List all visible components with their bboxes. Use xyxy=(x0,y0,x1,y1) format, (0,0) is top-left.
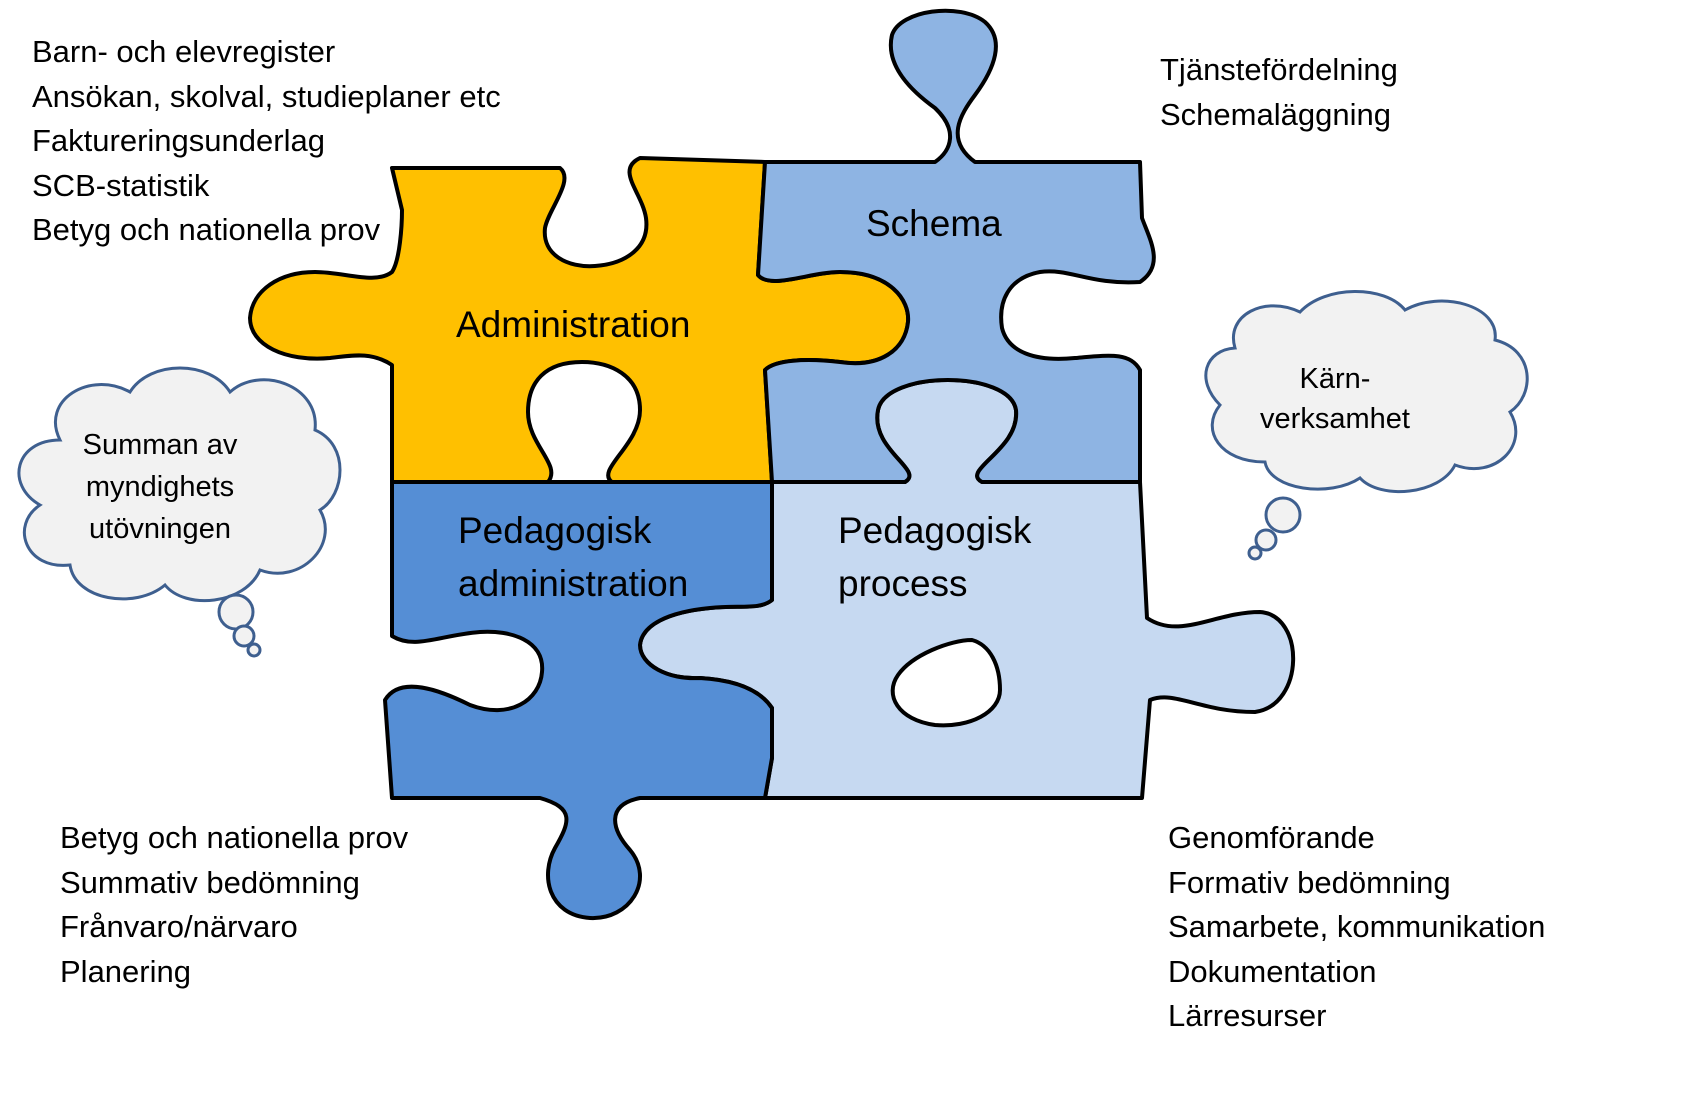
right-cloud-line1: Kärn- xyxy=(1300,363,1371,395)
list-item: Dokumentation xyxy=(1168,953,1377,989)
list-item: Samarbete, kommunikation xyxy=(1168,909,1546,944)
pedagogisk-administration-list: Betyg och nationella prov Summativ bedöm… xyxy=(60,816,408,994)
list-item: Schemaläggning xyxy=(1160,96,1391,132)
list-item: SCB-statistik xyxy=(32,167,210,203)
left-cloud-line2: myndighets xyxy=(86,471,234,503)
left-cloud-line1: Summan av xyxy=(83,429,238,461)
list-item: Frånvaro/närvaro xyxy=(60,909,298,944)
list-item: Tjänstefördelning xyxy=(1160,52,1398,87)
list-item: Genomförande xyxy=(1168,820,1375,855)
left-cloud-bubble-small xyxy=(246,642,262,658)
list-item: Summativ bedömning xyxy=(60,864,360,900)
left-cloud-line3: utövningen xyxy=(89,513,231,545)
pedagogisk-process-label-line2: process xyxy=(838,563,968,604)
right-cloud-line2: verksamhet xyxy=(1260,403,1410,435)
right-cloud-bubble-small xyxy=(1247,545,1263,561)
administration-piece xyxy=(248,156,911,484)
pedagogisk-process-notch xyxy=(890,638,1002,728)
left-thought-cloud xyxy=(17,366,342,658)
schema-piece xyxy=(756,8,1156,484)
list-item: Betyg och nationella prov xyxy=(32,212,381,247)
list-item: Ansökan, skolval, studieplaner etc xyxy=(32,78,501,114)
right-cloud-bubble-large xyxy=(1264,496,1302,534)
schema-label: Schema xyxy=(866,203,1002,244)
pedagogisk-administration-label-line2: administration xyxy=(458,563,688,604)
list-item: Planering xyxy=(60,953,191,989)
right-cloud-shape xyxy=(1204,290,1529,494)
list-item: Formativ bedömning xyxy=(1168,864,1451,900)
administration-list: Barn- och elevregister Ansökan, skolval,… xyxy=(32,30,501,253)
schema-list: Tjänstefördelning Schemaläggning xyxy=(1160,48,1398,137)
pedagogisk-administration-label-line1: Pedagogisk xyxy=(458,510,652,551)
right-cloud-bubble-medium xyxy=(1254,528,1278,552)
left-cloud-bubble-medium xyxy=(232,624,256,648)
left-cloud-shape xyxy=(17,366,342,603)
pedagogisk-process-list: Genomförande Formativ bedömning Samarbet… xyxy=(1168,816,1545,1039)
right-thought-cloud xyxy=(1204,290,1529,561)
pedagogisk-administration-piece xyxy=(383,480,774,921)
left-cloud-bubble-large xyxy=(217,593,255,631)
list-item: Faktureringsunderlag xyxy=(32,123,325,158)
list-item: Lärresurser xyxy=(1168,998,1327,1033)
pedagogisk-process-label-line1: Pedagogisk xyxy=(838,510,1032,551)
list-item: Barn- och elevregister xyxy=(32,34,336,69)
administration-label: Administration xyxy=(456,304,690,345)
list-item: Betyg och nationella prov xyxy=(60,820,409,855)
